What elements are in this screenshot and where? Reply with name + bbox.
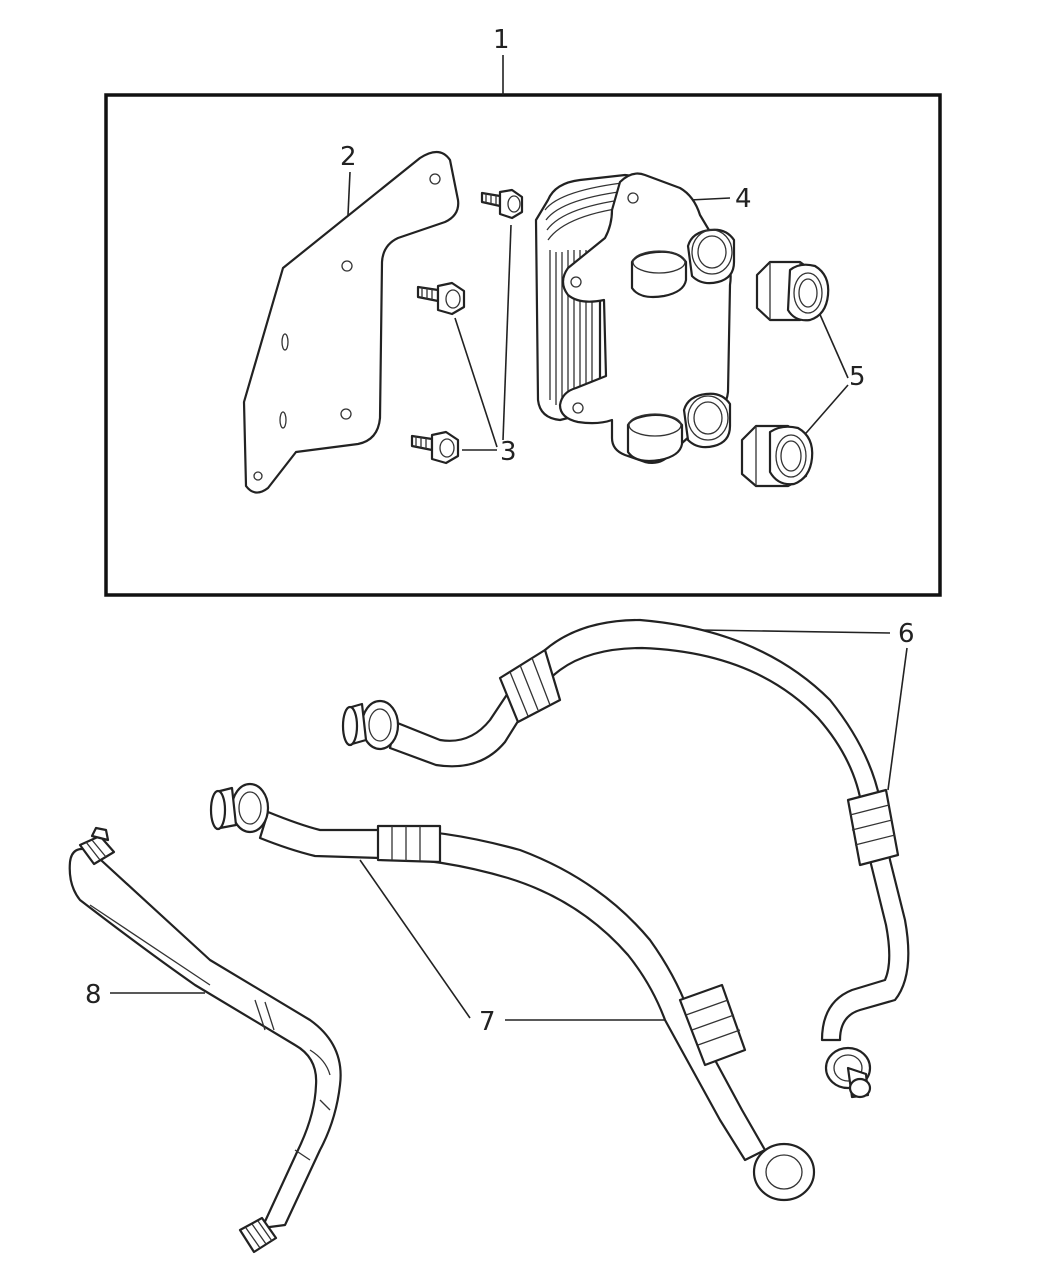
fitting-upper bbox=[755, 260, 830, 322]
callout-5: 5 bbox=[849, 362, 866, 392]
callout-4: 4 bbox=[735, 184, 752, 214]
bolt-bottom bbox=[410, 430, 460, 465]
leader-lines bbox=[110, 55, 908, 1021]
callout-8: 8 bbox=[85, 980, 102, 1010]
callout-3: 3 bbox=[500, 437, 517, 467]
callout-2: 2 bbox=[340, 142, 357, 172]
callout-7: 7 bbox=[479, 1007, 496, 1037]
callout-1: 1 bbox=[493, 25, 510, 55]
callout-6: 6 bbox=[898, 619, 915, 649]
cooler-line-lower bbox=[209, 782, 816, 1202]
oil-cooler bbox=[534, 172, 736, 464]
hose bbox=[68, 826, 342, 1254]
bolt-top bbox=[480, 188, 524, 220]
mounting-bracket bbox=[242, 150, 460, 494]
cooler-line-upper bbox=[341, 618, 910, 1099]
fitting-lower bbox=[740, 424, 814, 488]
assembly-frame bbox=[104, 93, 942, 597]
bolt-middle bbox=[416, 281, 466, 316]
